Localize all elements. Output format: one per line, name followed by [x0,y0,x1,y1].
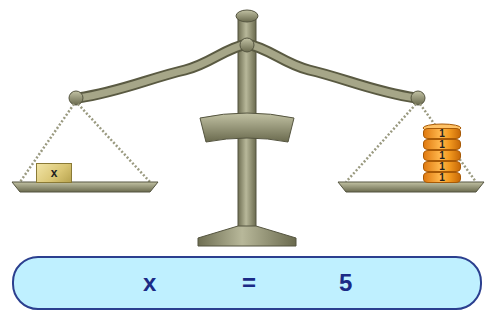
coin-value: 1 [439,162,445,172]
coin: 1 [423,139,461,150]
chain [20,104,74,182]
equation-term: 5 [339,269,352,297]
beam-end-ball [411,91,425,105]
coin-value: 1 [439,151,445,161]
beam-end-ball [69,91,83,105]
coin-value: 1 [439,129,445,139]
post-cap [236,10,258,22]
left-pan [12,182,158,192]
coin: 1 [423,172,461,183]
right-pan [338,182,484,192]
equation-band: x = 5 [12,256,482,310]
coin-value: 1 [439,173,445,183]
chain [346,104,416,182]
equation-term: x [143,269,156,297]
chain [78,104,150,182]
base [198,226,296,246]
indicator-scale [200,113,294,142]
variable-label: x [51,166,58,180]
pivot [240,38,254,52]
coin: 1 [423,150,461,161]
coin: 1 [423,128,461,139]
equation-term: = [242,269,256,297]
chain [420,104,476,182]
coin-value: 1 [439,140,445,150]
chains [20,104,476,182]
coin: 1 [423,161,461,172]
unknown-box: x [36,163,72,183]
